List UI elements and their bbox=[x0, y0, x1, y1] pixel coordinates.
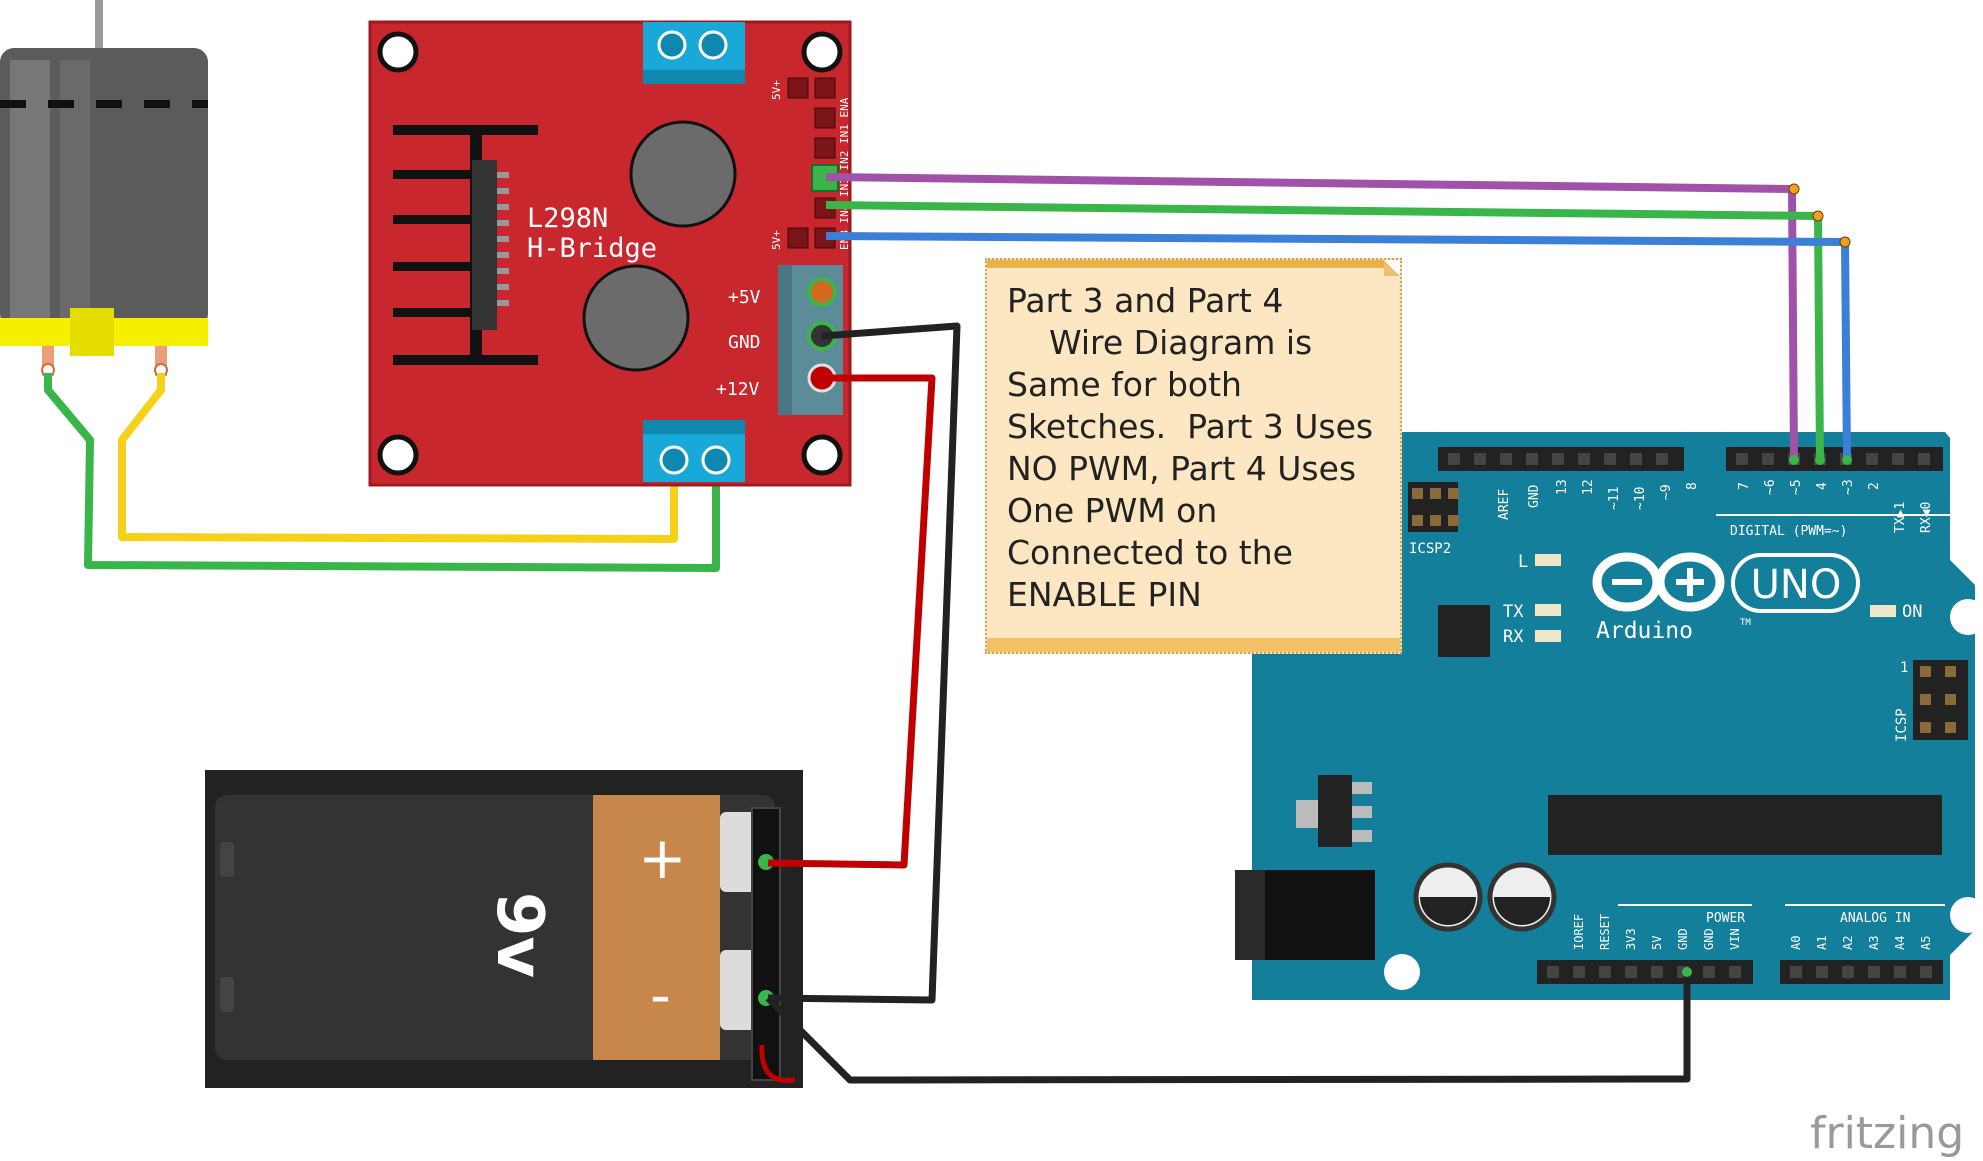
sticky-note: Part 3 and Part 4 Wire Diagram is Same f… bbox=[985, 258, 1402, 654]
digital-pin-right-1: ~6 bbox=[1763, 479, 1778, 495]
led-tx-label: TX bbox=[1503, 602, 1524, 622]
hbridge-title-line1: L298N bbox=[527, 203, 608, 234]
note-line: Sketches. Part 3 Uses bbox=[1007, 407, 1374, 446]
digital-pin-right-5: 2 bbox=[1867, 482, 1882, 490]
icsp2-label: ICSP2 bbox=[1409, 541, 1451, 557]
hbridge-title-line2: H-Bridge bbox=[527, 233, 657, 264]
digital-pin-left-6: ~9 bbox=[1659, 484, 1674, 500]
note-line: NO PWM, Part 4 Uses bbox=[1007, 449, 1357, 488]
digital-pin-right-0: 7 bbox=[1737, 482, 1752, 490]
icsp-label: ICSP bbox=[1894, 708, 1910, 742]
battery-plus: + bbox=[638, 824, 687, 892]
power-pin-4: GND bbox=[1676, 928, 1690, 950]
digital-pin-right-2: ~5 bbox=[1789, 479, 1804, 495]
note-line: One PWM on bbox=[1007, 491, 1218, 530]
battery-9v: + - 9v bbox=[205, 770, 803, 1088]
digital-pin-left-1: GND bbox=[1527, 484, 1542, 508]
digital-pin-left-0: AREF bbox=[1497, 489, 1512, 520]
analog-pin-3: A3 bbox=[1867, 936, 1881, 950]
wire-black-arduino-gnd bbox=[765, 972, 1691, 1084]
digital-pin-right-6: TX▶1 bbox=[1893, 502, 1908, 533]
wire-red bbox=[767, 374, 936, 869]
wire-black-gnd bbox=[767, 322, 961, 1004]
digital-pin-left-5: ~10 bbox=[1633, 487, 1648, 510]
motor-wire-green bbox=[44, 373, 720, 572]
fritzing-watermark: fritzing bbox=[1810, 1108, 1964, 1159]
note-line: Same for both bbox=[1007, 365, 1242, 404]
l298n-board: L298N H-Bridge +5V GND +12V 5V+ 5 bbox=[368, 20, 852, 487]
power-pin-5: GND bbox=[1702, 928, 1716, 950]
brand-trademark: TM bbox=[1740, 618, 1751, 628]
power-pin-1: RESET bbox=[1598, 914, 1612, 950]
analog-label: ANALOG IN bbox=[1840, 911, 1910, 926]
dc-motor bbox=[0, 0, 208, 377]
note-line: Connected to the bbox=[1007, 533, 1293, 572]
led-l-label: L bbox=[1518, 552, 1528, 572]
digital-label: DIGITAL (PWM=~) bbox=[1730, 524, 1847, 539]
analog-pin-4: A4 bbox=[1893, 936, 1907, 950]
battery-minus: - bbox=[650, 961, 671, 1029]
model-label: UNO bbox=[1751, 562, 1842, 608]
icsp-header bbox=[1913, 660, 1968, 740]
battery-label: 9v bbox=[482, 892, 556, 978]
power-pin-6: VIN bbox=[1728, 928, 1742, 950]
hbridge-pin-gnd: GND bbox=[728, 332, 761, 353]
digital-pin-left-2: 13 bbox=[1555, 479, 1570, 495]
note-line: Part 3 and Part 4 bbox=[1007, 281, 1284, 320]
digital-pin-right-3: 4 bbox=[1815, 482, 1830, 490]
note-line: ENABLE PIN bbox=[1007, 575, 1202, 614]
icsp-pin1-label: 1 bbox=[1900, 660, 1908, 676]
note-text: Part 3 and Part 4 Wire Diagram is Same f… bbox=[1007, 280, 1392, 616]
note-line: Wire Diagram is bbox=[1007, 323, 1313, 362]
note-corner-fold-icon bbox=[1384, 260, 1400, 276]
analog-pin-0: A0 bbox=[1789, 936, 1803, 950]
digital-pin-right-7: RX◀0 bbox=[1919, 502, 1934, 533]
digital-pin-left-7: 8 bbox=[1685, 482, 1700, 490]
hbridge-header-5v-top: 5V+ bbox=[770, 80, 783, 100]
digital-pin-left-3: 12 bbox=[1581, 479, 1596, 495]
motor-wire-yellow bbox=[118, 373, 678, 543]
power-pin-2: 3V3 bbox=[1624, 928, 1638, 950]
icsp2-header bbox=[1408, 482, 1459, 532]
digital-pin-left-4: ~11 bbox=[1607, 487, 1622, 510]
brand-label: Arduino bbox=[1596, 618, 1693, 644]
hbridge-header-5v-bottom: 5V+ bbox=[770, 230, 783, 250]
digital-pin-right-4: ~3 bbox=[1841, 479, 1856, 495]
led-rx-label: RX bbox=[1503, 627, 1524, 647]
power-pin-0: IOREF bbox=[1572, 914, 1586, 950]
arduino-logo-icon bbox=[1592, 552, 1725, 612]
led-on-label: ON bbox=[1902, 602, 1922, 622]
note-bottom-strip bbox=[987, 638, 1400, 652]
power-label: POWER bbox=[1706, 911, 1745, 926]
hbridge-pin-12v: +12V bbox=[716, 379, 760, 400]
arduino-uno: AREF GND 13 12 ~11 ~10 ~9 8 7 ~6 ~5 4 ~3… bbox=[1235, 432, 1983, 1000]
analog-pin-2: A2 bbox=[1841, 936, 1855, 950]
analog-pin-1: A1 bbox=[1815, 936, 1829, 950]
analog-pin-5: A5 bbox=[1919, 936, 1933, 950]
hbridge-pin-5v: +5V bbox=[728, 287, 761, 308]
power-pin-3: 5V bbox=[1650, 936, 1664, 950]
